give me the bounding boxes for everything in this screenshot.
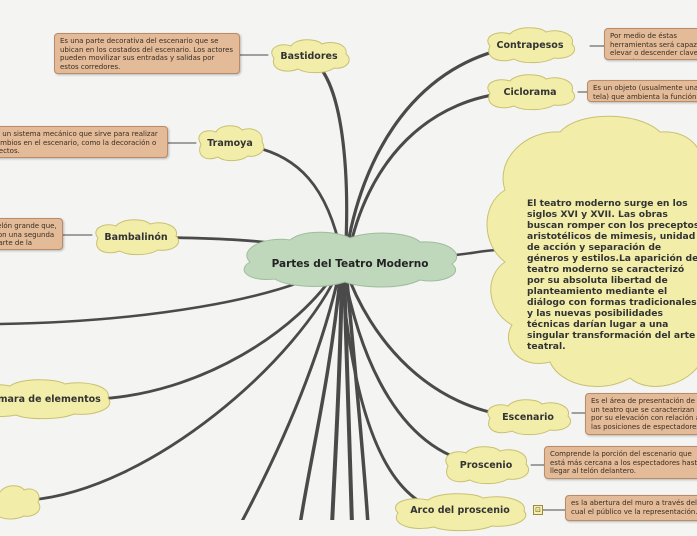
topic-bastidores[interactable]: Bastidores — [266, 38, 352, 74]
note-proscenio: Comprende la porción del escenario que e… — [544, 446, 697, 479]
cloud-shape — [487, 74, 576, 111]
link-contrapesos — [343, 44, 522, 264]
topic-proscenio[interactable]: Proscenio — [440, 445, 532, 485]
topic-label: Proscenio — [459, 459, 513, 471]
topic-label: Arco del proscenio — [410, 504, 510, 516]
link-proscenio — [341, 266, 487, 467]
link-down-4 — [342, 268, 354, 520]
description-text: El teatro moderno surge en los siglos XV… — [527, 198, 697, 352]
mindmap-canvas — [0, 44, 697, 520]
description-cloud[interactable] — [486, 115, 697, 388]
link-left-b — [28, 266, 342, 502]
link-down-3 — [330, 268, 344, 520]
topic-bambalinon[interactable]: Bambalinón — [90, 218, 182, 256]
topic-tramoya[interactable]: Tramoya — [194, 124, 266, 162]
link-elementos — [93, 266, 340, 401]
attachment-icon[interactable]: ⊡ — [533, 505, 543, 515]
link-escenario — [343, 266, 522, 419]
note-escenario: Es el área de presentación de un teatro … — [585, 393, 697, 435]
cloud-shape — [271, 39, 350, 74]
note-arco: es la abertura del muro a través del cua… — [565, 495, 697, 521]
link-down-5 — [344, 268, 370, 520]
topic-label: Tramoya — [207, 137, 253, 149]
central-node[interactable] — [243, 231, 458, 288]
topic-label: Ciclorama — [503, 86, 557, 98]
cloud-shape — [487, 27, 576, 64]
topic-escenario[interactable]: Escenario — [482, 398, 574, 436]
note-bambalinon: Telón grande que, con una segunda parte … — [0, 218, 63, 250]
topic-label: Escenario — [502, 411, 554, 423]
note-ciclorama: Es un objeto (usualmente una tela) que a… — [587, 80, 697, 102]
topic-label: Bastidores — [280, 50, 338, 62]
topic-ciclorama[interactable]: Ciclorama — [482, 73, 578, 111]
note-tramoya: Es un sistema mecánico que sirve para re… — [0, 126, 168, 158]
link-down-2 — [299, 268, 343, 520]
cloud-shape — [445, 446, 530, 485]
topic-arco[interactable]: Arco del proscenio — [388, 492, 532, 532]
cloud-shape — [0, 485, 41, 520]
link-down-1 — [240, 268, 342, 520]
link-bastidores — [303, 54, 349, 264]
cloud-shape — [0, 379, 111, 420]
cloud-shape — [487, 399, 572, 436]
topic-label: Contrapesos — [496, 39, 564, 51]
central-title: Partes del Teatro Moderno — [271, 258, 429, 270]
topic-elementos[interactable]: Cámara de elementos — [0, 378, 115, 420]
link-ciclorama — [345, 90, 522, 264]
note-contrapesos: Por medio de éstas herramientas será cap… — [604, 28, 697, 60]
cloud-shape — [95, 219, 180, 256]
topic-label: Bambalinón — [104, 231, 168, 243]
note-bastidores: Es una parte decorativa del escenario qu… — [54, 33, 240, 74]
topic-left-partial[interactable] — [0, 484, 42, 520]
cloud-shape — [198, 125, 265, 162]
topic-contrapesos[interactable]: Contrapesos — [482, 26, 578, 64]
topic-label: Cámara de elementos — [0, 393, 101, 405]
